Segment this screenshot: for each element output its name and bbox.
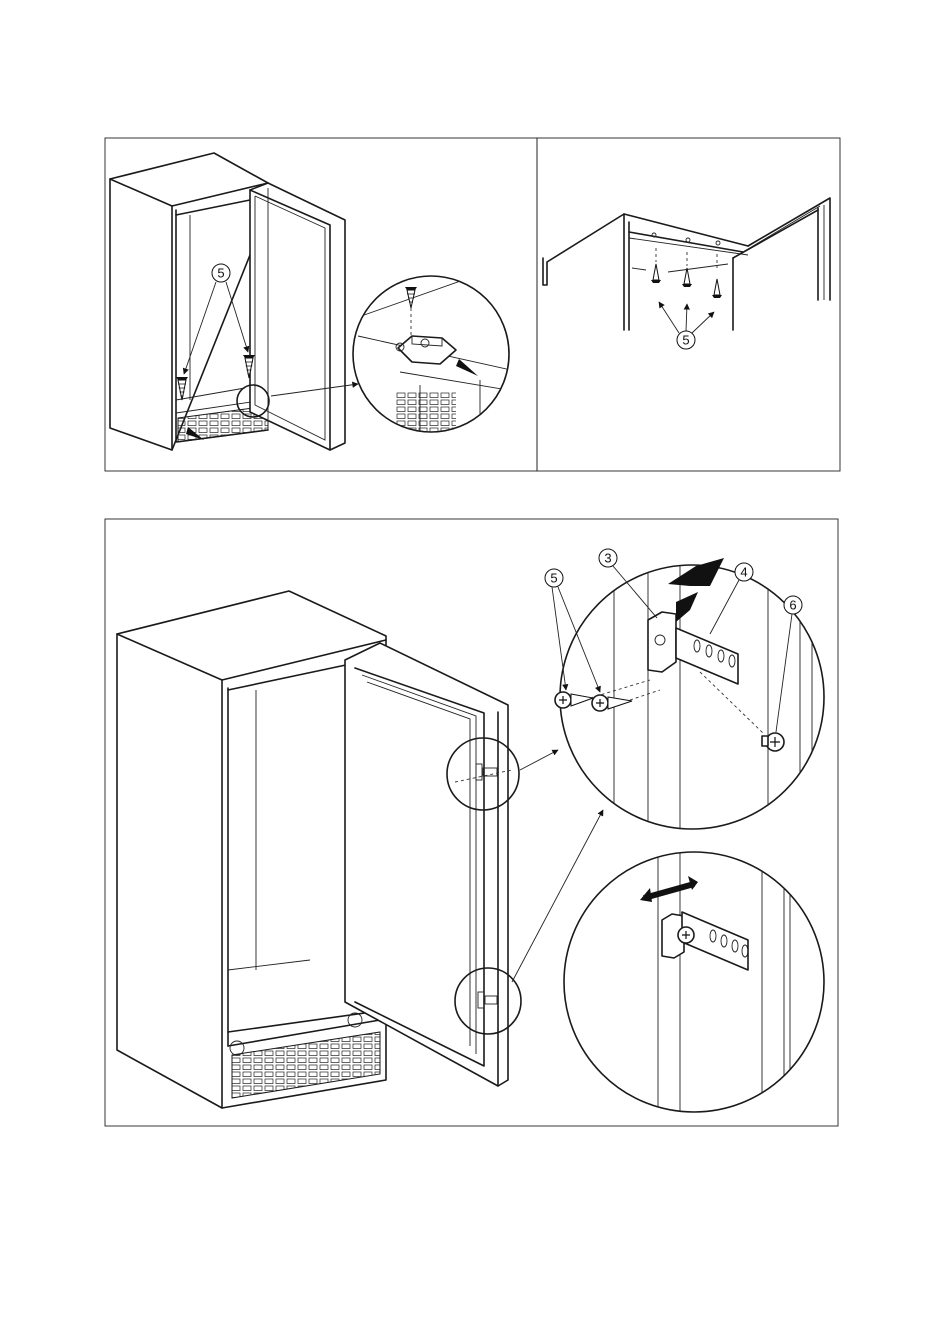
cap-screw-icon [678,927,694,943]
detail-zoom-hinge [350,260,520,440]
panel-top-screws: 5 [537,138,840,471]
panel-door-brackets: 3 4 6 5 [105,519,838,1126]
callout-label: 5 [550,571,557,586]
screw-icon [651,248,661,283]
panel-bottom-screws: 5 [105,138,537,471]
callout-label: 3 [604,551,611,566]
callout-label: 5 [682,333,689,348]
callout-label: 5 [217,266,224,281]
callout-5-panel2: 5 [659,302,714,349]
callout-label: 4 [740,565,747,580]
detail-zoom-adjust [564,850,824,1115]
detail-zoom-bracket-assembly [555,558,824,840]
cabinet-open [110,153,345,450]
callout-label: 6 [789,598,796,613]
screw-icon [712,254,722,298]
